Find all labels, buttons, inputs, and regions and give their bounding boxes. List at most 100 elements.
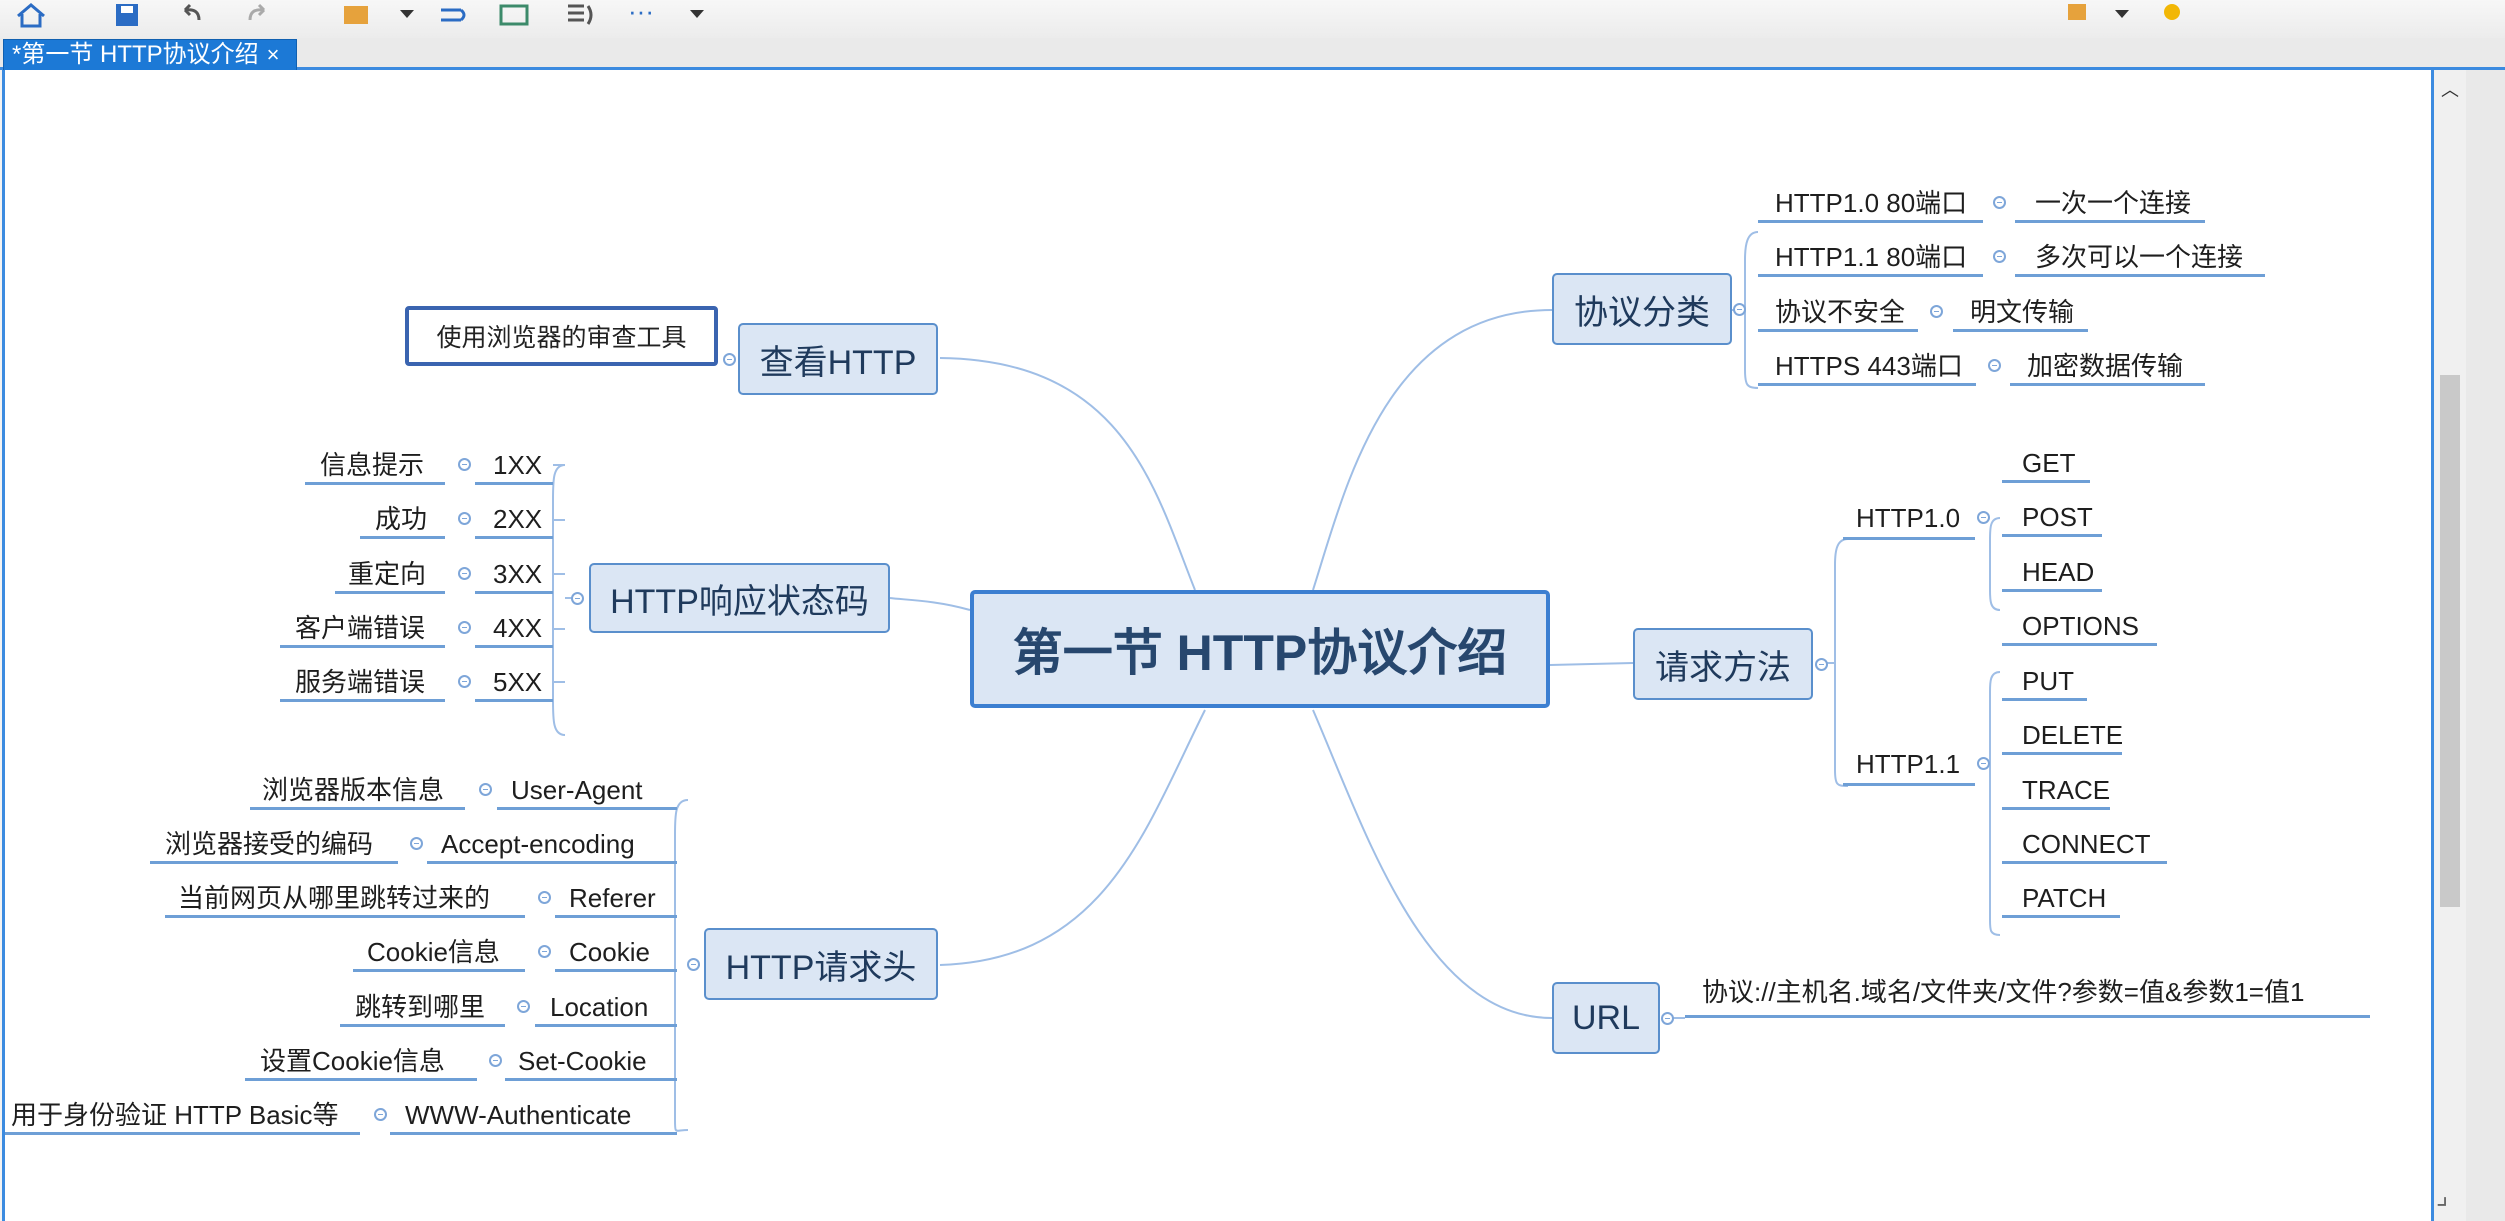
header-name[interactable]: Referer — [569, 883, 656, 913]
present-icon[interactable] — [2060, 2, 2094, 28]
method-item[interactable]: TRACE — [2022, 775, 2111, 805]
header-name[interactable]: WWW-Authenticate — [405, 1100, 632, 1130]
status-desc[interactable]: 重定向 — [348, 559, 427, 589]
collapse-icon[interactable] — [458, 621, 471, 634]
collapse-icon[interactable] — [458, 567, 471, 580]
status-code[interactable]: 4XX — [493, 613, 543, 643]
collapse-icon[interactable] — [479, 783, 492, 796]
scroll-up-icon[interactable]: ︿ — [2441, 80, 2459, 100]
method-item[interactable]: PUT — [2022, 666, 2074, 696]
layout-icon[interactable] — [340, 2, 374, 28]
dropdown-icon[interactable] — [390, 2, 424, 28]
dropdown-icon[interactable] — [680, 2, 714, 28]
method-item[interactable]: CONNECT — [2022, 829, 2151, 859]
status-desc[interactable]: 信息提示 — [320, 450, 425, 480]
collapse-icon[interactable] — [723, 353, 736, 366]
vertical-scrollbar[interactable]: ︿ — [2434, 70, 2466, 1221]
status-code[interactable]: 2XX — [493, 504, 543, 534]
redo-icon[interactable] — [240, 2, 274, 28]
resize-corner-icon[interactable]: ⌟ — [2436, 1180, 2449, 1210]
status-desc[interactable]: 服务端错误 — [295, 667, 426, 697]
method-item[interactable]: GET — [2022, 448, 2076, 478]
topic-view-http[interactable]: 查看HTTP — [738, 323, 938, 395]
header-desc[interactable]: 当前网页从哪里跳转过来的 — [178, 883, 491, 913]
collapse-icon[interactable] — [458, 512, 471, 525]
topic-request-headers[interactable]: HTTP请求头 — [704, 928, 938, 1000]
topic-request-methods[interactable]: 请求方法 — [1633, 628, 1813, 700]
collapse-icon[interactable] — [1993, 250, 2006, 263]
undo-icon[interactable] — [175, 2, 209, 28]
protocol-desc[interactable]: 多次可以一个连接 — [2035, 242, 2244, 272]
collapse-icon[interactable] — [374, 1108, 387, 1121]
status-code[interactable]: 1XX — [493, 450, 543, 480]
collapse-icon[interactable] — [538, 891, 551, 904]
collapse-icon[interactable] — [1988, 359, 2001, 372]
header-desc[interactable]: 设置Cookie信息 — [260, 1046, 445, 1076]
collapse-icon[interactable] — [1733, 303, 1746, 316]
header-desc[interactable]: 用于身份验证 HTTP Basic等 — [11, 1100, 339, 1130]
header-desc[interactable]: 跳转到哪里 — [355, 992, 486, 1022]
status-desc[interactable]: 成功 — [375, 504, 428, 534]
collapse-icon[interactable] — [538, 945, 551, 958]
tab-document[interactable]: *第一节 HTTP协议介绍× — [3, 39, 297, 71]
collapse-icon[interactable] — [1993, 196, 2006, 209]
collapse-icon[interactable] — [571, 592, 584, 605]
protocol-name[interactable]: HTTP1.1 80端口 — [1775, 242, 1968, 272]
topic-url[interactable]: URL — [1552, 982, 1660, 1054]
collapse-icon[interactable] — [1930, 305, 1943, 318]
collapse-icon[interactable] — [517, 1000, 530, 1013]
collapse-icon[interactable] — [410, 837, 423, 850]
collapse-icon[interactable] — [1977, 757, 1990, 770]
version-http10[interactable]: HTTP1.0 — [1856, 503, 1961, 533]
header-name[interactable]: Accept-encoding — [441, 829, 635, 859]
method-item[interactable]: DELETE — [2022, 720, 2124, 750]
scroll-thumb[interactable] — [2440, 375, 2460, 907]
protocol-desc[interactable]: 一次一个连接 — [2035, 188, 2192, 218]
version-http11[interactable]: HTTP1.1 — [1856, 749, 1961, 779]
save-icon[interactable] — [110, 2, 144, 28]
link-icon[interactable] — [435, 2, 469, 28]
underline — [305, 482, 445, 485]
home-icon[interactable] — [14, 2, 48, 28]
method-item[interactable]: OPTIONS — [2022, 611, 2140, 641]
map-icon[interactable] — [497, 2, 531, 28]
collapse-icon[interactable] — [1977, 511, 1990, 524]
protocol-name[interactable]: HTTPS 443端口 — [1775, 351, 1963, 381]
idea-icon[interactable] — [2155, 2, 2189, 28]
method-item[interactable]: HEAD — [2022, 557, 2095, 587]
header-desc[interactable]: 浏览器版本信息 — [262, 775, 445, 805]
topic-status-codes[interactable]: HTTP响应状态码 — [589, 563, 890, 633]
underline — [165, 915, 525, 918]
underline — [2010, 383, 2205, 386]
header-name[interactable]: User-Agent — [511, 775, 643, 805]
more-icon[interactable]: ··· — [628, 0, 654, 26]
topic-browser-inspect[interactable]: 使用浏览器的审查工具 — [405, 306, 718, 366]
header-name[interactable]: Set-Cookie — [518, 1046, 647, 1076]
protocol-name[interactable]: HTTP1.0 80端口 — [1775, 188, 1968, 218]
close-icon[interactable]: × — [266, 42, 280, 67]
protocol-desc[interactable]: 加密数据传输 — [2027, 351, 2184, 381]
collapse-icon[interactable] — [1815, 658, 1828, 671]
topic-protocol-types[interactable]: 协议分类 — [1552, 273, 1732, 345]
underline — [360, 536, 445, 539]
status-code[interactable]: 5XX — [493, 667, 543, 697]
method-item[interactable]: POST — [2022, 502, 2093, 532]
central-topic[interactable]: 第一节 HTTP协议介绍 — [970, 590, 1550, 708]
collapse-icon[interactable] — [458, 458, 471, 471]
method-item[interactable]: PATCH — [2022, 883, 2107, 913]
dropdown-icon[interactable] — [2105, 2, 2139, 28]
collapse-icon[interactable] — [687, 958, 700, 971]
protocol-name[interactable]: 协议不安全 — [1775, 297, 1906, 327]
collapse-icon[interactable] — [489, 1054, 502, 1067]
header-name[interactable]: Location — [550, 992, 649, 1022]
header-desc[interactable]: 浏览器接受的编码 — [165, 829, 374, 859]
header-name[interactable]: Cookie — [569, 937, 650, 967]
collapse-icon[interactable] — [458, 675, 471, 688]
outline-icon[interactable] — [562, 2, 596, 28]
status-desc[interactable]: 客户端错误 — [295, 613, 426, 643]
url-format[interactable]: 协议://主机名.域名/文件夹/文件?参数=值&参数1=值1 — [1702, 977, 2305, 1007]
collapse-icon[interactable] — [1661, 1012, 1674, 1025]
header-desc[interactable]: Cookie信息 — [367, 937, 500, 967]
status-code[interactable]: 3XX — [493, 559, 543, 589]
protocol-desc[interactable]: 明文传输 — [1970, 297, 2075, 327]
